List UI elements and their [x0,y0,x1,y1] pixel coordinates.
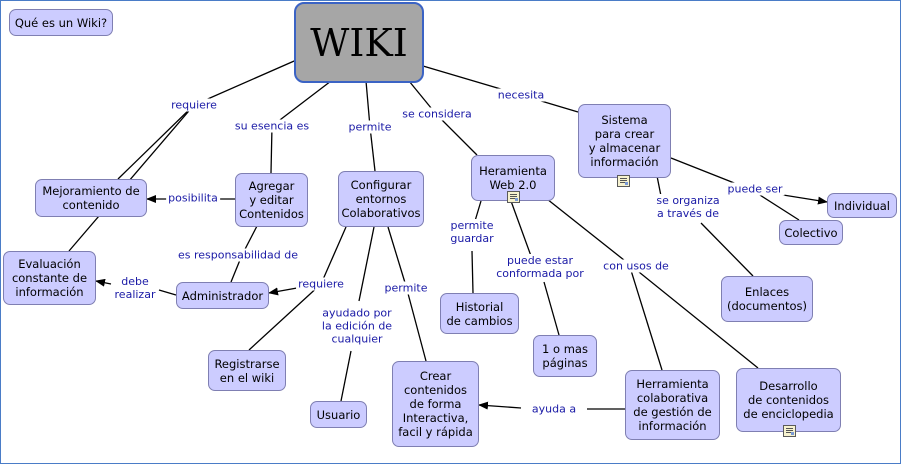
registrarse-wiki-node[interactable]: Registrarse en el wiki [208,350,286,391]
link-label-es-responsabilidad-de: es responsabilidad de [175,248,301,262]
link-label-necesita: necesita [495,88,547,102]
link-label-se-considera: se considera [400,107,474,121]
link-label-con-usos-de: con usos de [601,259,671,273]
colectivo-node[interactable]: Colectivo [779,220,843,245]
link-label-requiere-2: requiere [296,277,346,291]
herramienta-colaborativa-node[interactable]: Herramienta colaborativa de gestión de i… [625,370,720,440]
crear-contenidos-node[interactable]: Crear contenidos de forma Interactiva, f… [392,361,479,447]
paginas-node[interactable]: 1 o mas páginas [533,335,597,377]
resource-icon[interactable] [783,425,796,437]
link-label-debe-realizar: debe realizar [112,275,158,301]
link-label-ayuda-a: ayuda a [529,402,579,416]
link-label-permite-2: permite [382,281,430,295]
link-label-ayudado-por: ayudado por la edición de cualquier [319,306,395,346]
link-label-se-organiza: se organiza a través de [654,194,722,220]
link-label-permite-guardar: permite guardar [448,219,496,245]
link-label-puede-estar: puede estar conformada por [494,254,586,280]
administrador-node[interactable]: Administrador [176,282,269,309]
sistema-crear-almacenar-node[interactable]: Sistema para crear y almacenar informaci… [578,104,671,178]
individual-node[interactable]: Individual [827,193,897,218]
usuario-node[interactable]: Usuario [310,401,367,428]
link-label-permite: permite [346,120,394,134]
link-label-requiere: requiere [169,98,219,112]
mejoramiento-contenido-node[interactable]: Mejoramiento de contenido [35,179,147,217]
link-label-puede-ser: puede ser [725,182,785,196]
resource-icon[interactable] [617,175,630,187]
que-es-wiki-node[interactable]: Qué es un Wiki? [9,9,113,36]
enlaces-documentos-node[interactable]: Enlaces (documentos) [721,276,813,322]
evaluacion-constante-node[interactable]: Evaluación constante de información [3,251,96,305]
desarrollo-contenidos-node[interactable]: Desarrollo de contenidos de enciclopedia [736,368,841,432]
link-label-su-esencia-es: su esencia es [232,119,312,133]
wiki-main-node[interactable]: WIKI [294,2,424,83]
resource-icon[interactable] [507,191,520,203]
link-label-posibilita: posibilita [166,191,220,205]
agregar-editar-node[interactable]: Agregar y editar Contenidos [235,173,308,227]
configurar-entornos-node[interactable]: Configurar entornos Colaborativos [338,171,424,227]
historial-cambios-node[interactable]: Historial de cambios [440,293,519,334]
